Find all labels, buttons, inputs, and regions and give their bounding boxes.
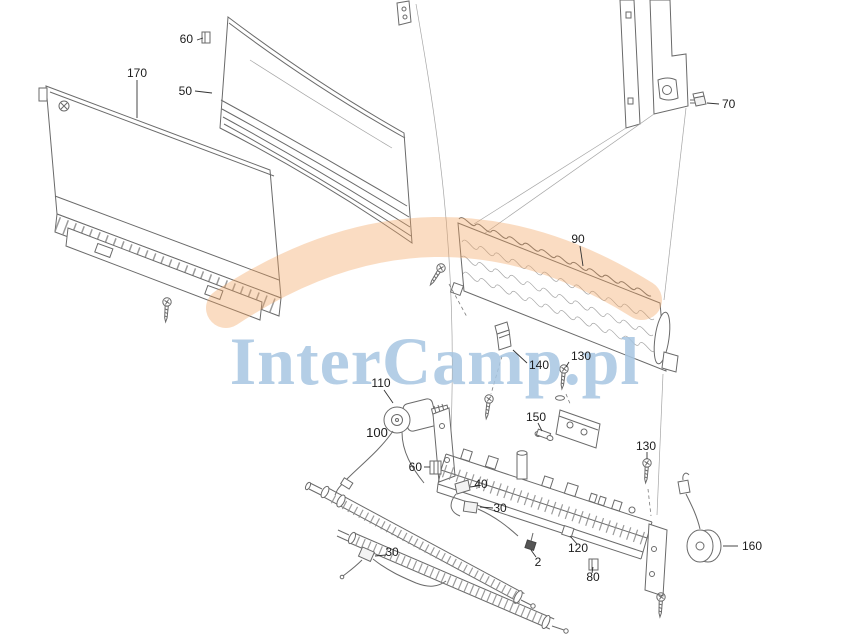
fuse-150 [534,428,554,441]
part-label-30-b: 30 [385,545,399,559]
knob-160 [677,472,722,563]
part-label-90: 90 [571,232,585,246]
clip-60-mid [429,460,442,475]
label-leaders [136,37,738,574]
part-label-2: 2 [535,555,542,569]
pcb-bracket [555,409,601,449]
chassis-rail [436,448,668,618]
part-label-130-b: 130 [636,439,656,453]
part-label-140: 140 [529,358,549,372]
roller-plug-30 [339,546,447,587]
motor-assembly-100 [334,398,456,496]
part-label-30-a: 30 [493,501,507,515]
connector-70 [690,91,707,107]
part-label-60-mid: 60 [409,460,423,474]
rail-bracket-top-right [473,0,689,301]
part-label-100: 100 [366,425,388,440]
screw-130-upper [555,363,572,407]
roller-lower [336,529,569,634]
part-label-120: 120 [568,541,588,555]
watermark-arc [206,217,662,328]
connector-40 [450,479,471,517]
part-label-60-top: 60 [180,32,194,46]
part-label-80: 80 [586,570,600,584]
watermark-text: InterCamp.pl [230,323,641,399]
connector-30 [462,500,519,537]
part-labels: 60 170 50 70 90 140 130 110 100 150 130 … [127,32,762,584]
part-label-50: 50 [179,84,193,98]
roller-upper [304,481,536,609]
screw-130-right [640,458,652,517]
part-label-40: 40 [474,477,488,491]
clip-80 [588,558,599,571]
part-label-150: 150 [526,410,546,424]
routing-line [415,3,453,431]
clip-60-top [201,31,211,44]
part-label-130-a: 130 [571,349,591,363]
back-panel-170 [38,85,282,323]
curved-glass-panel-50 [219,16,413,245]
part-label-110: 110 [371,376,390,390]
foam-strip-90 [426,217,679,516]
top-center-bracket [396,0,412,26]
part-label-160: 160 [742,539,762,553]
lamp-box-140 [481,321,512,420]
part-label-70: 70 [722,97,736,111]
fastener-2 [524,532,537,551]
part-label-170: 170 [127,66,147,80]
